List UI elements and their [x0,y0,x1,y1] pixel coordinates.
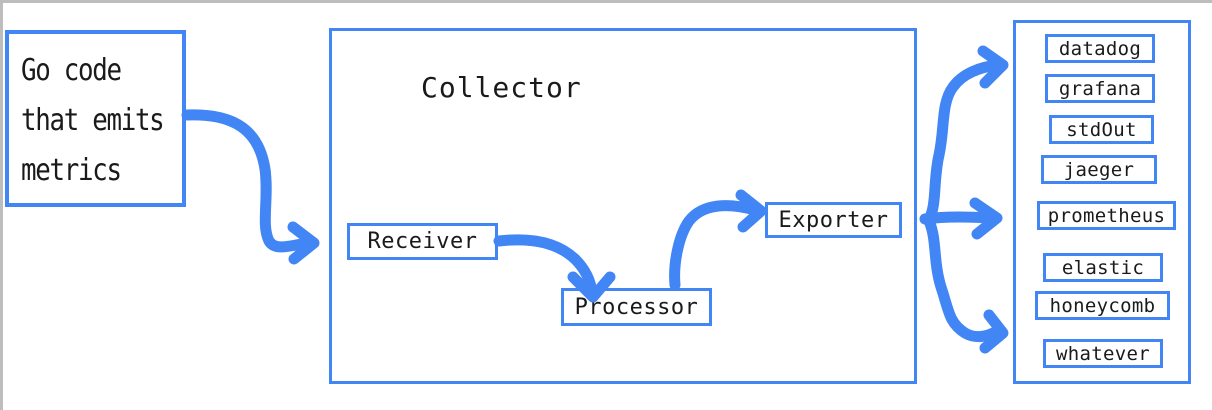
destination-box-grafana: grafana [1045,74,1155,103]
source-line-1: Go code [21,53,122,88]
source-line-3: metrics [21,153,122,188]
collector-label: Collector [421,71,582,104]
destination-box-jaeger: jaeger [1041,155,1157,184]
arrow-exporter-fanout-mid [919,197,1003,240]
arrow-source-to-receiver [181,109,320,265]
exporter-box: Exporter [765,202,902,238]
destination-box-stdout: stdOut [1049,115,1154,144]
destination-box-datadog: datadog [1045,34,1155,63]
arrow-exporter-fanout-top [923,45,1009,225]
receiver-box: Receiver [347,223,498,260]
destination-box-prometheus: prometheus [1037,201,1176,230]
destination-box-honeycomb: honeycomb [1035,291,1170,320]
destination-box-whatever: whatever [1043,339,1163,368]
go-code-source-box: Go code that emits metrics [5,30,186,207]
source-line-2: that emits [21,103,165,138]
destination-box-elastic: elastic [1043,253,1163,282]
arrow-exporter-fanout-bottom [923,215,1009,354]
processor-box: Processor [561,288,712,326]
